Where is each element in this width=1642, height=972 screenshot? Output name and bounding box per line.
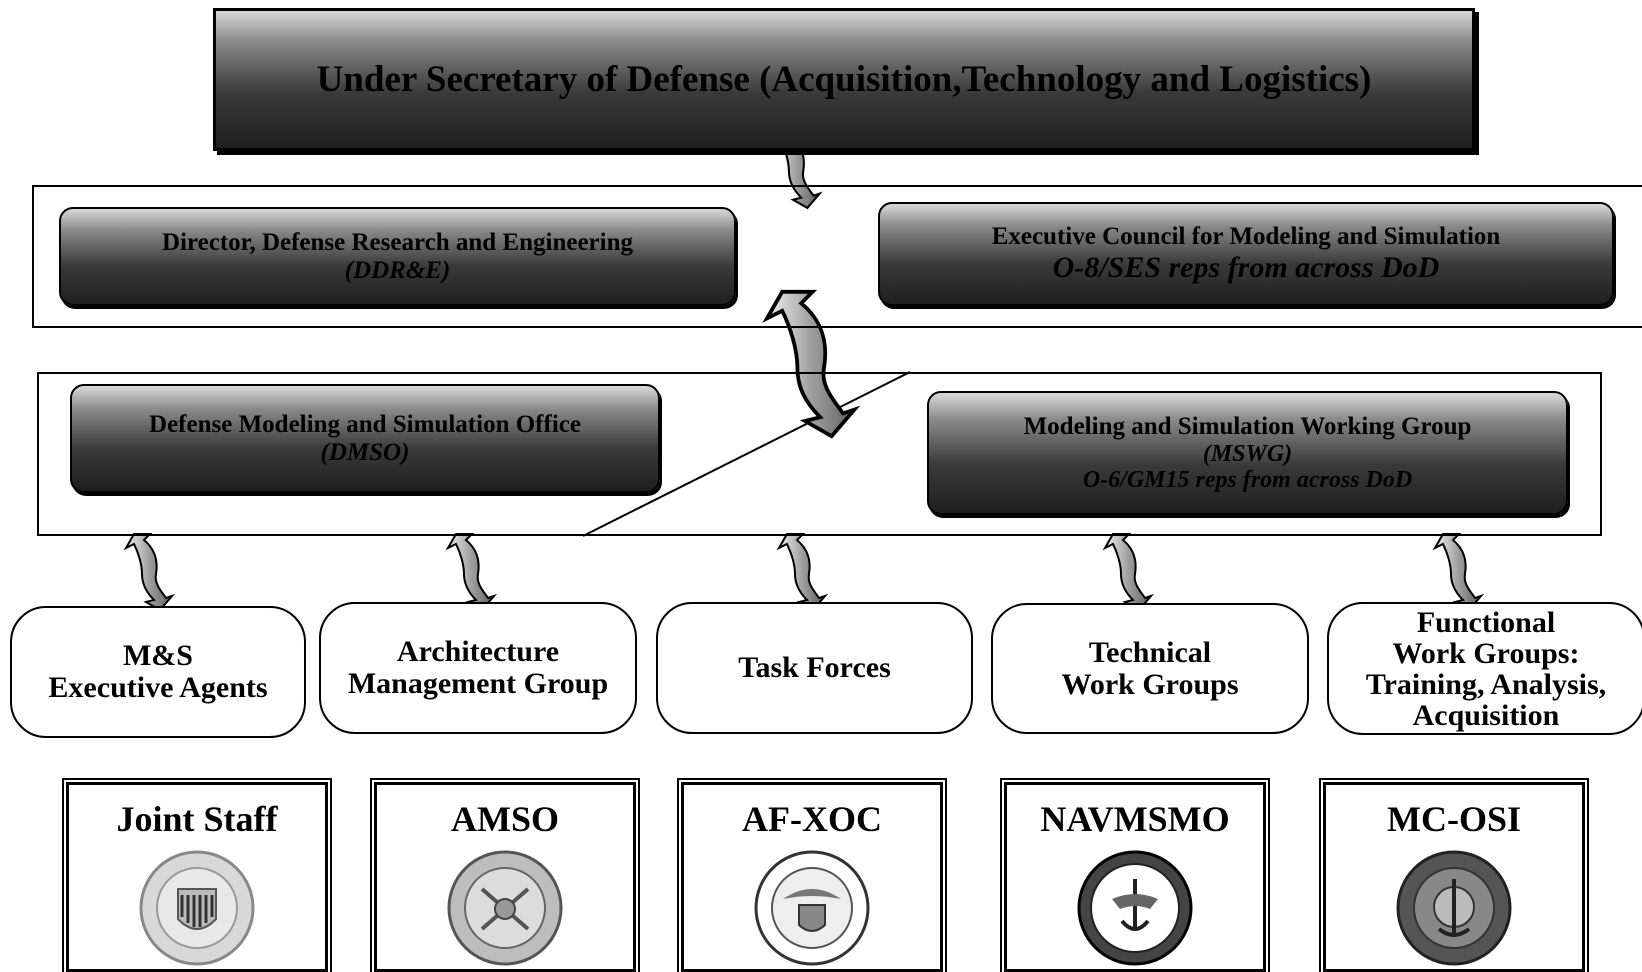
- joint-staff-seal-icon: [139, 850, 255, 966]
- air-force-seal-icon: [754, 850, 870, 966]
- dmso-abbrev: (DMSO): [320, 438, 410, 466]
- mswg-abbrev: (MSWG): [1202, 440, 1293, 467]
- agency-name: MC-OSI: [1387, 799, 1521, 839]
- group-label-line: Training, Analysis,: [1365, 667, 1607, 701]
- arrow-group-1: [124, 532, 174, 612]
- dmso-title: Defense Modeling and Simulation Office: [149, 410, 581, 438]
- agency-name: AF-XOC: [742, 799, 882, 839]
- group-label-line: Acquisition: [1412, 698, 1560, 732]
- group-label-line: Management Group: [347, 667, 609, 700]
- group-label-line: M&S: [122, 639, 193, 672]
- usd-atl-title: Under Secretary of Defense (Acquisition,…: [316, 59, 1372, 100]
- group-label-line: Technical: [1088, 635, 1212, 669]
- arrow-group-4: [1103, 532, 1153, 612]
- ddre-box: Director, Defense Research and Engineeri…: [59, 207, 736, 306]
- agency-joint-staff: Joint Staff: [66, 782, 328, 972]
- agency-name: Joint Staff: [116, 799, 278, 839]
- agency-amso: AMSO: [374, 782, 636, 972]
- navy-seal-icon: [1077, 850, 1193, 966]
- agency-af-xoc: AF-XOC: [681, 782, 943, 972]
- ecms-box: Executive Council for Modeling and Simul…: [878, 202, 1614, 306]
- upper-frame: [32, 185, 1642, 328]
- agency-mc-osi: MC-OSI: [1323, 782, 1585, 972]
- ecms-subtitle: O-8/SES reps from across DoD: [1052, 251, 1440, 284]
- group-label-line: Functional: [1416, 605, 1556, 639]
- lower-frame: [37, 372, 1602, 536]
- mswg-title: Modeling and Simulation Working Group: [1023, 412, 1472, 440]
- agency-name: NAVMSMO: [1040, 799, 1230, 839]
- mswg-subtitle: O-6/GM15 reps from across DoD: [1082, 466, 1413, 493]
- army-seal-icon: [447, 850, 563, 966]
- ddre-abbrev: (DDR&E): [344, 256, 451, 284]
- agency-navmsmo: NAVMSMO: [1004, 782, 1266, 972]
- usd-atl-box: Under Secretary of Defense (Acquisition,…: [213, 8, 1475, 151]
- marine-corps-seal-icon: [1396, 850, 1512, 966]
- group-label-line: Executive Agents: [48, 671, 268, 704]
- group-label-line: Work Groups:: [1392, 636, 1580, 670]
- group-task-forces: Task Forces: [656, 602, 973, 734]
- ecms-title: Executive Council for Modeling and Simul…: [991, 223, 1501, 250]
- mswg-box: Modeling and Simulation Working Group (M…: [927, 391, 1568, 515]
- dmso-box: Defense Modeling and Simulation Office (…: [70, 384, 660, 493]
- arrow-group-2: [446, 532, 496, 612]
- group-label-line: Work Groups: [1061, 667, 1239, 701]
- agency-name: AMSO: [451, 799, 559, 839]
- group-label-line: Architecture: [396, 635, 560, 668]
- arrow-group-3: [777, 532, 827, 612]
- ddre-title: Director, Defense Research and Engineeri…: [161, 228, 633, 256]
- group-label-line: Task Forces: [738, 651, 891, 684]
- arrow-group-5: [1433, 532, 1483, 612]
